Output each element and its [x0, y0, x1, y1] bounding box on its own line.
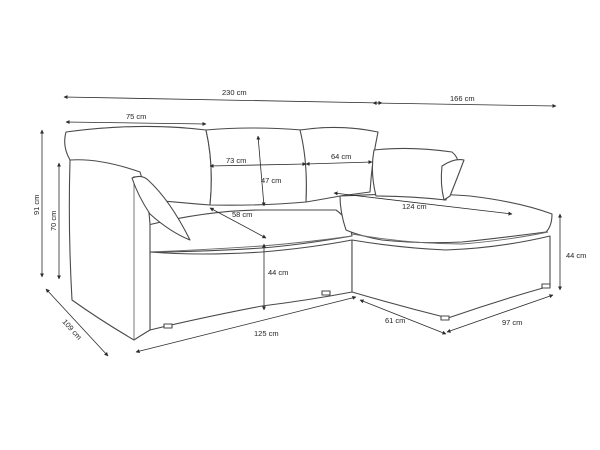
seat-base — [149, 239, 353, 331]
label-seat-depth: 58 cm — [232, 210, 252, 219]
label-chaise-front: 61 cm — [385, 316, 405, 325]
sofa-drawing — [64, 125, 553, 341]
dim-line-left-cushion — [65, 120, 207, 126]
label-total-width: 230 cm — [222, 88, 247, 97]
dim-line-backrest-height — [256, 135, 266, 207]
chaise-foot — [440, 315, 450, 321]
label-backrest-height: 47 cm — [261, 176, 281, 185]
label-seat-height: 44 cm — [268, 268, 288, 277]
chaise-base — [351, 235, 551, 319]
label-seat-width-left: 73 cm — [226, 156, 246, 165]
dim-line-seat-depth — [209, 207, 267, 239]
chaise-back-flap — [440, 159, 465, 201]
label-chaise-side: 97 cm — [502, 318, 522, 327]
label-total-height: 91 cm — [32, 195, 41, 215]
label-total-depth: 109 cm — [61, 317, 84, 341]
label-left-cushion: 75 cm — [126, 112, 146, 121]
armrest-foot — [163, 323, 173, 329]
seat-seam — [149, 235, 353, 253]
label-chaise-length: 124 cm — [402, 202, 427, 211]
dim-line-front-width — [135, 295, 357, 354]
label-chaise-height: 44 cm — [566, 251, 586, 260]
dim-line-seat-width-right — [305, 160, 373, 166]
dim-line-chaise-front — [359, 299, 447, 335]
label-armrest-height: 70 cm — [49, 211, 58, 231]
dim-line-chaise-width — [372, 101, 557, 108]
dim-line-chaise-length — [333, 191, 513, 216]
dim-line-total-depth — [45, 288, 109, 357]
chaise-foot-right — [541, 283, 551, 289]
label-seat-width-right: 64 cm — [331, 152, 351, 161]
back-cushion-right — [299, 126, 379, 203]
label-chaise-width: 166 cm — [450, 94, 475, 103]
chaise-seam — [351, 231, 549, 245]
dim-line-chaise-side — [446, 294, 554, 333]
seat-foot — [321, 290, 331, 296]
back-cushion-middle — [205, 127, 308, 206]
armrest-flap — [131, 175, 191, 241]
dim-line-total-width — [63, 95, 383, 105]
chaise-cushion — [339, 193, 553, 244]
label-front-width: 125 cm — [254, 329, 279, 338]
